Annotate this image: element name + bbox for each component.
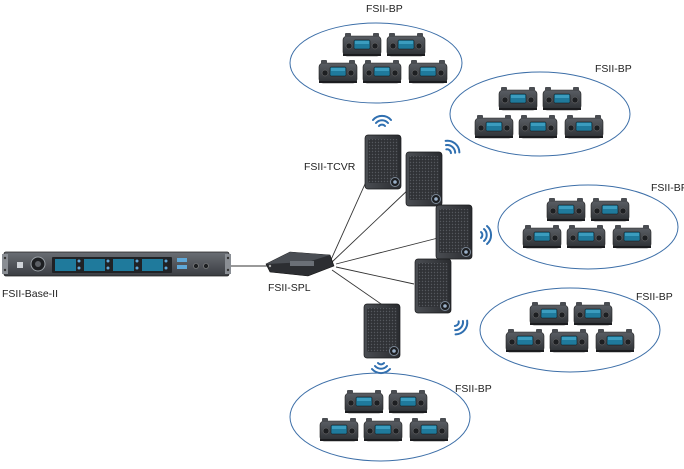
beltpack-icon	[522, 224, 562, 249]
beltpack-icon	[564, 114, 604, 139]
beltpack-icon	[542, 86, 582, 111]
transceiver-icon	[364, 134, 402, 190]
beltpack-icon	[573, 301, 613, 326]
beltpack-icon	[595, 328, 635, 353]
beltpack-icon	[362, 59, 402, 84]
rack-unit-base-station-icon	[2, 251, 231, 277]
splitter: FSII-SPL	[265, 251, 335, 294]
cable-tcvr-5	[331, 269, 385, 307]
transceiver-5	[363, 303, 401, 359]
beltpack-icon	[319, 417, 359, 442]
transceiver-icon	[414, 258, 452, 314]
transceiver-3	[435, 204, 473, 260]
beltpack-cluster-2: FSII-BP	[449, 63, 632, 157]
wifi-waves-icon	[444, 139, 461, 155]
transceiver-1	[364, 134, 402, 190]
cluster-outline	[449, 71, 631, 157]
beltpack-icon	[546, 197, 586, 222]
beltpack-icon	[318, 59, 358, 84]
beltpack-icon	[518, 114, 558, 139]
cluster-outline	[479, 287, 661, 373]
cluster-label: FSII-BP	[651, 182, 684, 194]
beltpack-icon	[505, 328, 545, 353]
transceiver-4	[414, 258, 452, 314]
beltpack-icon	[386, 32, 426, 57]
beltpack-cluster-5: FSII-BP	[289, 372, 492, 462]
beltpack-icon	[498, 86, 538, 111]
beltpack-icon	[566, 224, 606, 249]
cluster-outline	[497, 184, 679, 270]
cluster-outline	[289, 22, 463, 104]
beltpack-icon	[612, 224, 652, 249]
cluster-label: FSII-BP	[595, 63, 632, 75]
beltpack-icon	[474, 114, 514, 139]
transceivers: FSII-TCVR	[304, 134, 473, 359]
cluster-label: FSII-BP	[636, 291, 673, 303]
cable-tcvr-3	[335, 237, 439, 265]
transceiver-icon	[405, 151, 443, 207]
beltpack-icon	[408, 59, 448, 84]
wifi-waves-icon	[480, 225, 493, 245]
splitter-label: FSII-SPL	[268, 282, 311, 294]
wifi-waves-icon	[372, 114, 392, 127]
beltpack-icon	[363, 417, 403, 442]
beltpack-icon	[590, 197, 630, 222]
wireless-signals	[371, 114, 493, 375]
cluster-label: FSII-BP	[366, 3, 403, 15]
transceiver-icon	[435, 204, 473, 260]
beltpack-icon	[409, 417, 449, 442]
transceiver-2	[405, 151, 443, 207]
splitter-hub-icon	[265, 251, 335, 277]
cluster-outline	[289, 372, 471, 462]
beltpack-icon	[529, 301, 569, 326]
beltpack-icon	[342, 32, 382, 57]
beltpack-cluster-1: FSII-BP	[289, 3, 463, 104]
cluster-label: FSII-BP	[455, 383, 492, 395]
wifi-waves-icon	[453, 319, 469, 336]
base-station: FSII-Base-II	[2, 251, 231, 300]
beltpack-cluster-3: FSII-BP	[497, 182, 684, 270]
beltpack-cluster-4: FSII-BP	[479, 287, 673, 373]
beltpack-icon	[388, 389, 428, 414]
cable-links	[230, 163, 439, 307]
transceiver-icon	[363, 303, 401, 359]
cable-tcvr-4	[335, 266, 415, 285]
beltpack-icon	[344, 389, 384, 414]
beltpack-icon	[549, 328, 589, 353]
transceiver-label: FSII-TCVR	[304, 161, 356, 173]
base-label: FSII-Base-II	[2, 288, 58, 300]
wifi-waves-icon	[371, 362, 391, 375]
cable-tcvr-2	[331, 187, 411, 263]
